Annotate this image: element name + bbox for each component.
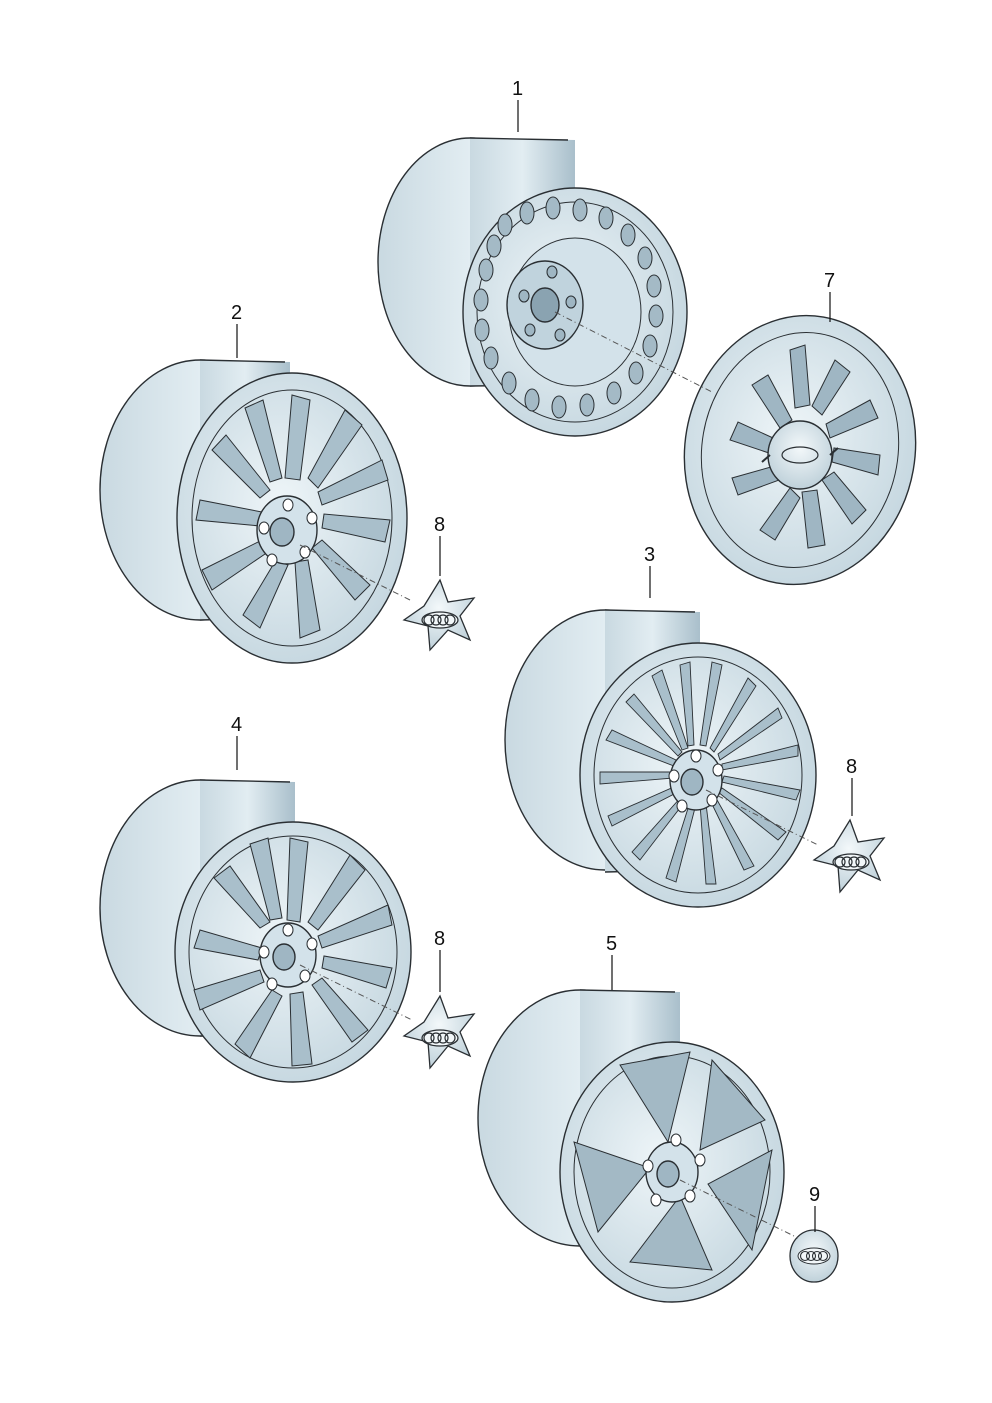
center-cap-star-middle [812, 818, 886, 894]
callout-3: 3 [644, 544, 655, 566]
callout-8b: 8 [846, 756, 857, 778]
alloy-wheel-multi-spoke [504, 609, 817, 908]
steel-wheel [377, 137, 688, 437]
full-hub-cap [683, 314, 917, 586]
callout-5: 5 [606, 933, 617, 955]
callout-2: 2 [231, 302, 242, 324]
alloy-wheel-split-spoke [99, 779, 412, 1083]
center-cap-round [789, 1229, 839, 1283]
callout-7: 7 [824, 270, 835, 292]
callout-leaders [236, 100, 853, 1232]
callout-1: 1 [512, 78, 523, 100]
callout-8a: 8 [434, 514, 445, 536]
center-cap-star-bottom [402, 994, 476, 1070]
callout-8c: 8 [434, 928, 445, 950]
callout-labels: 1 2 3 4 5 7 8 8 8 9 [231, 78, 857, 1206]
assembly-lines [299, 311, 819, 1239]
alloy-wheel-5-spoke [477, 989, 785, 1303]
alloy-wheel-10-spoke [99, 359, 408, 664]
center-cap-star-top [402, 578, 476, 652]
callout-9: 9 [809, 1184, 820, 1206]
callout-4: 4 [231, 714, 242, 736]
